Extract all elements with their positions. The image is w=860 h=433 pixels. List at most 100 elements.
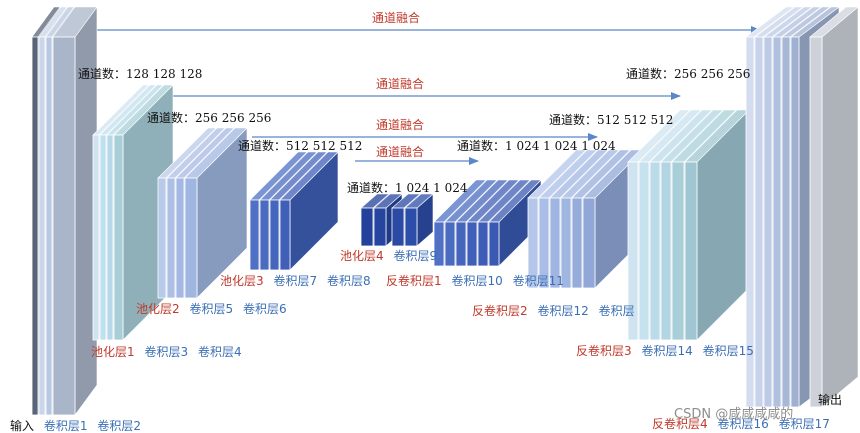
caption-pool4: 池化层4 [340,249,384,263]
slab-front-face [466,221,478,267]
slab-front-face [259,199,270,271]
caption-deconv2: 反卷积层2 [472,303,528,318]
caption-conv9: 卷积层9 [393,248,437,263]
feature-map-slab-4 [52,6,98,416]
slab-front-face [444,221,456,267]
slab-front-face [52,36,76,416]
layer-captions: 输入 卷积层1 卷积层2 池化层1 卷积层3 卷积层4 池化层2 卷积层5 卷积… [10,248,842,433]
caption-row-7: 反卷积层2 卷积层12 卷积层 [472,303,635,318]
caption-conv2: 卷积层2 [97,418,141,433]
caption-conv7: 卷积层7 [273,273,317,288]
slab-front-face [157,177,167,299]
slab-front-face [166,177,176,299]
slab-front-face [790,36,800,408]
slab-front-face [809,36,823,408]
caption-deconv4: 反卷积层4 [652,416,708,431]
slab-front-face [560,197,572,289]
slab-front-face [360,207,374,247]
caption-conv17: 卷积层17 [779,416,830,431]
slab-front-face [279,199,291,271]
caption-input: 输入 [10,418,34,433]
slab-front-face [404,207,418,247]
feature-map-slab-20 [404,193,434,247]
feature-maps [31,6,859,416]
fusion-label-1: 通道融合 [372,10,420,25]
slab-front-face [582,197,596,289]
channels-label-4: 通道数：1 024 1 024 [347,180,468,195]
slab-front-face [488,221,500,267]
fusion-label-3: 通道融合 [376,117,424,132]
channel-labels: 通道数：128 128 128 通道数：256 256 256 通道数：512 … [78,66,750,195]
caption-conv6: 卷积层6 [243,301,287,316]
slab-front-face [638,161,650,341]
caption-pool2: 池化层2 [136,302,180,316]
caption-conv15: 卷积层15 [703,343,754,358]
slab-front-face [175,177,185,299]
caption-conv10: 卷积层10 [451,273,502,288]
slab-front-face [477,221,489,267]
slab-front-face [38,36,46,416]
slab-side-face [821,6,859,408]
slab-front-face [391,207,405,247]
caption-conv12: 卷积层12 [537,303,588,318]
slab-front-face [763,36,773,408]
feature-map-slab-12 [184,127,248,299]
caption-conv1: 卷积层1 [44,418,88,433]
fusion-label-2: 通道融合 [376,76,424,91]
feature-map-slab-16 [279,151,339,271]
caption-row-4: 池化层3 卷积层7 卷积层8 [220,273,371,288]
slab-front-face [627,161,639,341]
slab-front-face [538,197,550,289]
fusion-labels: 通道融合 通道融合 通道融合 通道融合 [372,10,424,159]
fusion-label-4: 通道融合 [376,144,424,159]
slab-front-face [455,221,467,267]
slab-front-face [92,134,100,341]
slab-front-face [184,177,198,299]
feature-map-slab-38 [684,109,750,341]
slab-front-face [549,197,561,289]
caption-output: 输出 [818,392,842,407]
channels-label-6: 通道数：512 512 512 [549,112,673,127]
caption-row-6: 反卷积层1 卷积层10 卷积层11 [386,273,564,288]
caption-conv8: 卷积层8 [327,273,371,288]
slab-front-face [99,134,107,341]
slab-front-face [527,197,539,289]
caption-conv5: 卷积层5 [189,301,233,316]
channels-label-5: 通道数：1 024 1 024 1 024 [457,138,616,153]
caption-row-8: 反卷积层3 卷积层14 卷积层15 [576,343,754,358]
channels-label-1: 通道数：128 128 128 [78,66,202,81]
slab-front-face [781,36,791,408]
slab-front-face [31,36,39,416]
slab-front-face [269,199,280,271]
caption-row-5: 池化层4 卷积层9 [340,248,437,263]
caption-conv14: 卷积层14 [641,343,692,358]
skip-connections [97,26,761,165]
slab-front-face [754,36,764,408]
slab-front-face [45,36,53,416]
slab-front-face [772,36,782,408]
caption-conv16: 卷积层16 [717,416,768,431]
caption-conv4: 卷积层4 [198,344,242,359]
channels-label-7: 通道数：256 256 256 [626,66,750,81]
channels-label-2: 通道数：256 256 256 [147,110,271,125]
slab-front-face [433,221,445,267]
channels-label-3: 通道数：512 512 512 [238,138,362,153]
caption-deconv1: 反卷积层1 [386,273,442,288]
caption-conv3: 卷积层3 [144,344,188,359]
slab-front-face [113,134,124,341]
caption-conv13: 卷积层 [599,303,635,318]
slab-front-face [684,161,698,341]
caption-deconv3: 反卷积层3 [576,343,632,358]
caption-row-9: 反卷积层4 卷积层16 卷积层17 [652,416,830,431]
slab-front-face [671,161,685,341]
slab-front-face [660,161,672,341]
caption-row-3: 池化层2 卷积层5 卷积层6 [136,301,287,316]
caption-pool1: 池化层1 [91,345,135,359]
caption-row-2: 池化层1 卷积层3 卷积层4 [91,344,242,359]
slab-front-face [106,134,114,341]
slab-front-face [649,161,661,341]
watermark: CSDN @咸咸咸咸的 [674,406,793,422]
slab-front-face [373,207,387,247]
